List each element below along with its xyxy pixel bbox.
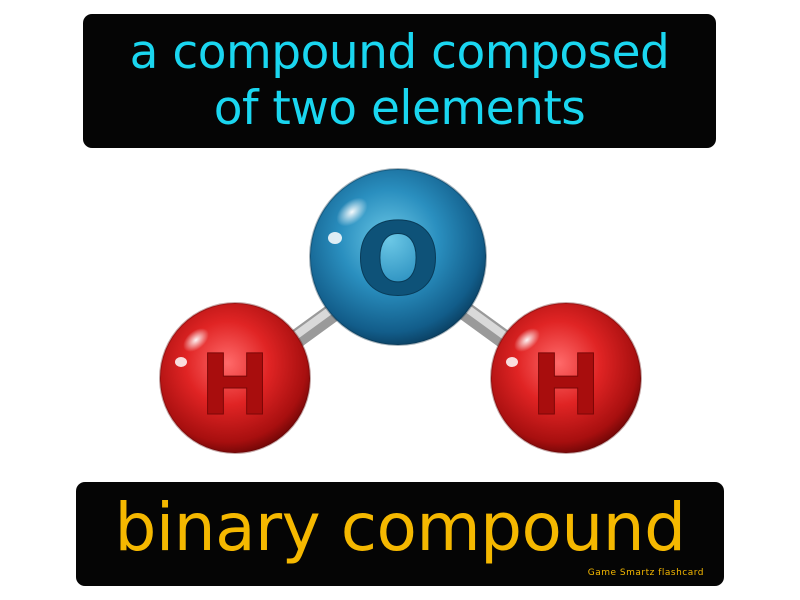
definition-line-2: of two elements xyxy=(213,81,586,136)
hydrogen-atom-right: H xyxy=(490,302,642,454)
term-box: binary compound Game Smartz flashcard xyxy=(76,482,724,586)
hydrogen-right-label: H xyxy=(531,336,601,434)
brand-text: Game Smartz flashcard xyxy=(587,568,704,578)
hydrogen-left-label: H xyxy=(200,336,270,434)
hydrogen-atom-left: H xyxy=(159,302,311,454)
definition-box: a compound composed of two elements xyxy=(83,14,716,148)
oxygen-label: O xyxy=(355,201,440,318)
definition-line-1: a compound composed xyxy=(129,25,670,80)
oxygen-atom: O xyxy=(309,168,487,346)
term-text: binary compound xyxy=(114,489,686,566)
